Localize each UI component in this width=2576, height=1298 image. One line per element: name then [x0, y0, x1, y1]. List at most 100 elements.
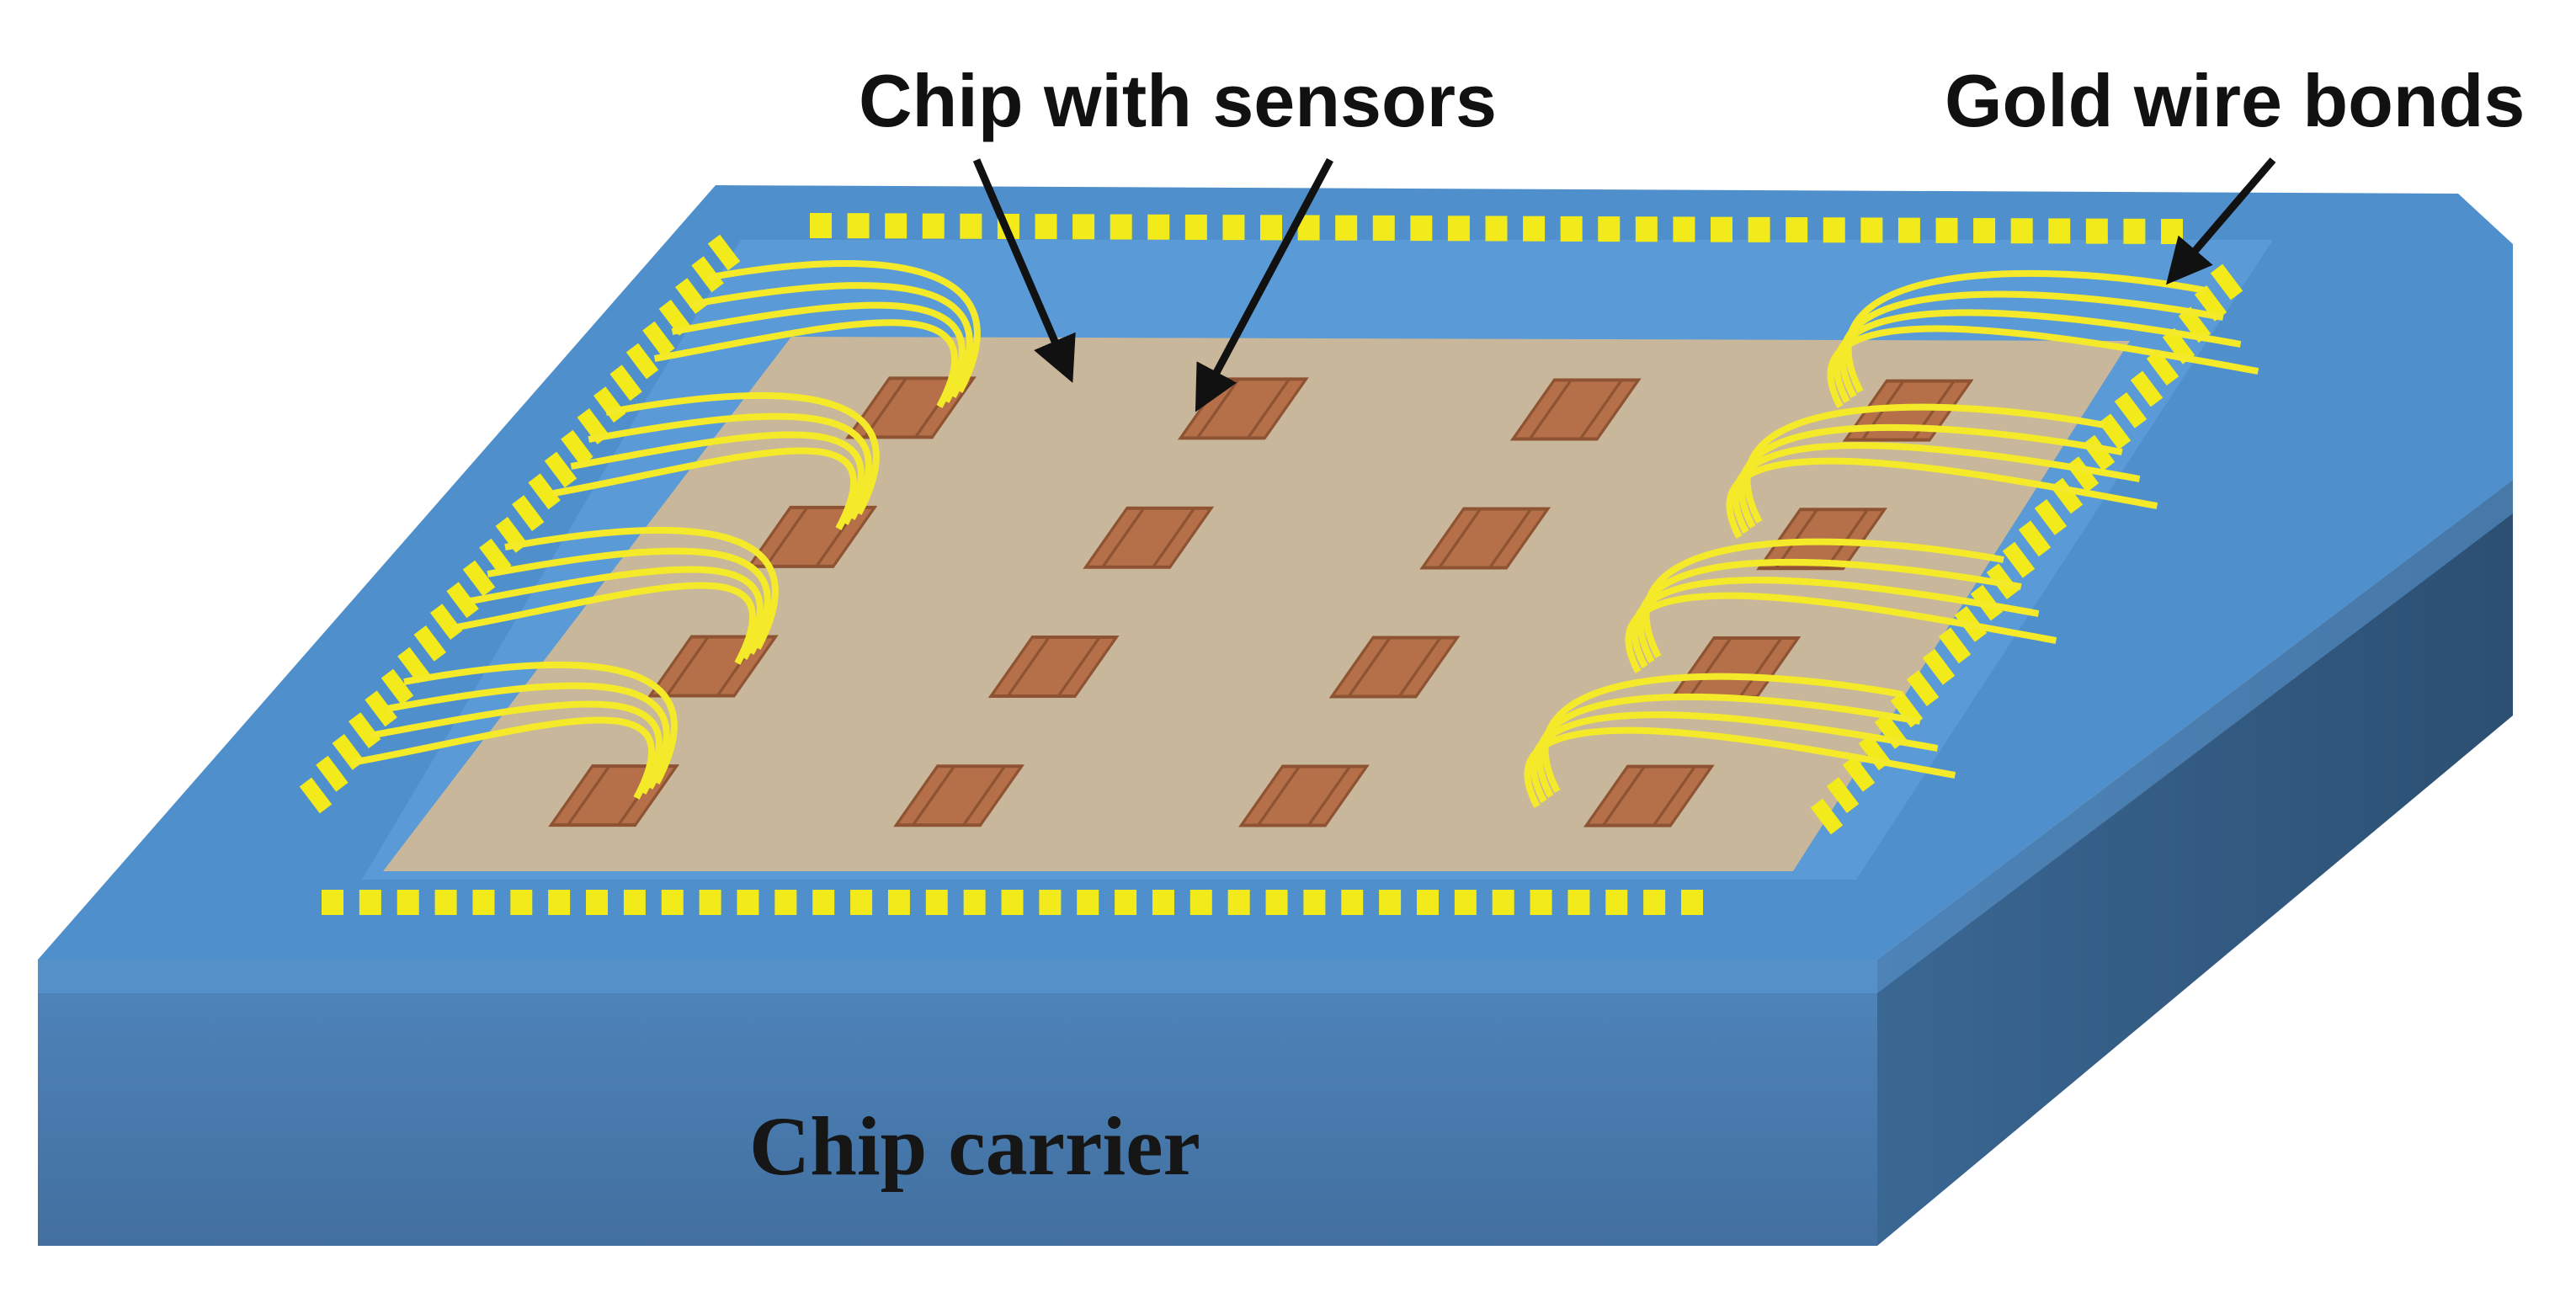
bond-pad-left [479, 538, 512, 575]
bond-pad-bottom [1492, 890, 1514, 915]
bond-pad-right [2018, 520, 2052, 557]
carrier-front-face [38, 960, 1877, 1246]
sensor-line [1100, 508, 1146, 567]
bond-pad-bottom [1416, 890, 1439, 915]
gold-wire [487, 547, 771, 655]
bond-pad-top [1673, 216, 1695, 242]
gold-wire [605, 391, 880, 515]
bond-pad-right [1826, 777, 1860, 813]
bond-pad-bottom [1605, 890, 1628, 915]
bond-pad-right [1922, 648, 1956, 685]
bond-pad-left [413, 625, 447, 662]
bond-pad-bottom [1115, 890, 1137, 915]
bond-pad-right [2098, 413, 2132, 450]
bond-pad-bottom [661, 890, 684, 915]
bond-pad-top [810, 213, 832, 238]
bond-pad-top [1560, 215, 1583, 242]
bond-pad-left [462, 560, 496, 597]
sensor-line [961, 766, 1007, 826]
sensor-line [1687, 637, 1732, 697]
sensor-line [1601, 766, 1647, 826]
bond-pad-bottom [774, 890, 797, 915]
gold-wire [671, 301, 966, 403]
chip-carrier-label: Chip carrier [749, 1099, 1200, 1193]
bond-pad-right [2114, 392, 2148, 428]
bond-pad-bottom [699, 890, 721, 915]
bond-pad-right [1842, 755, 1876, 792]
bond-pad-top [885, 213, 907, 239]
bond-pad-left [691, 256, 724, 293]
bond-pad-top [1748, 216, 1770, 242]
bond-pad-bottom [887, 890, 910, 915]
bond-pad-bottom [1227, 890, 1250, 915]
sensor-line [566, 766, 611, 826]
bond-pad-left [511, 495, 545, 531]
bond-pad-bottom [850, 890, 873, 915]
bond-pad-top [1598, 216, 1621, 242]
sensor-body [1083, 506, 1215, 569]
bond-pad-bottom [397, 890, 419, 915]
sensor [1083, 506, 1215, 569]
bond-pad-top [1222, 215, 1245, 241]
sensor-arrow [1195, 157, 1333, 412]
bond-pad-bottom [1379, 890, 1402, 915]
sensor-line [764, 507, 809, 567]
sensor-line [1437, 508, 1482, 568]
carrier-side-face [1877, 480, 2513, 1246]
gold-wire [403, 661, 678, 785]
bond-pad-left [707, 234, 741, 271]
sensor-line [1056, 637, 1102, 697]
gold-wire [368, 700, 663, 795]
bond-pad-bottom [1152, 890, 1174, 915]
bond-pad-bottom [322, 890, 343, 915]
bond-pad-right [2002, 541, 2036, 578]
bond-pad-left [397, 646, 430, 684]
sensor-line [1528, 380, 1573, 439]
bond-pad-bottom [434, 890, 457, 915]
gold-wire [570, 431, 865, 525]
sensor [1419, 507, 1551, 570]
bond-pad-left [561, 429, 593, 466]
bond-pad-top [1110, 214, 1132, 240]
bond-pad-left [348, 712, 381, 748]
bond-pad-top [2010, 218, 2033, 244]
sensor-line [1006, 637, 1051, 697]
sensor-line [1738, 637, 1783, 697]
bond-pad-bottom [1190, 890, 1212, 915]
gold-wire-bonds-label: Gold wire bonds [1945, 59, 2525, 142]
sensor-line [1397, 637, 1443, 697]
bond-pad-bottom [1530, 890, 1552, 915]
bond-pad-top [1147, 214, 1170, 240]
bond-pad-top [960, 213, 982, 239]
bond-pad-top [1786, 217, 1808, 243]
chip-arrow [972, 158, 1076, 383]
bond-pad-bottom [472, 890, 495, 915]
sensor-line [1256, 766, 1301, 826]
bond-pad-bottom [1039, 890, 1062, 915]
bond-pad-left [446, 582, 479, 619]
bond-pad-left [642, 321, 675, 358]
bond-pad-bottom [1077, 890, 1099, 915]
sensor-line [863, 378, 908, 438]
bond-pad-top [1935, 217, 1958, 243]
sensor-line [1307, 766, 1352, 826]
sensor [1328, 636, 1461, 699]
bond-pad-left [365, 690, 397, 727]
bond-pad-bottom [359, 890, 381, 915]
bond-pad-right [2210, 263, 2243, 301]
chip-with-sensors-label: Chip with sensors [859, 59, 1497, 142]
bond-pad-bottom [925, 890, 948, 915]
bond-pad-top [1335, 215, 1358, 241]
gold-wire [706, 260, 981, 393]
bond-pad-right [2146, 349, 2179, 386]
bond-pad-bottom [1454, 890, 1477, 915]
bond-pad-right [2034, 499, 2068, 535]
sensor-body [987, 636, 1120, 699]
bond-pad-bottom [963, 890, 986, 915]
bond-pad-top [1635, 216, 1658, 242]
bond-pad-top [847, 213, 870, 239]
gold-wire [552, 447, 858, 530]
bond-pad-top [1485, 215, 1508, 242]
gold-wire [1827, 325, 2259, 408]
